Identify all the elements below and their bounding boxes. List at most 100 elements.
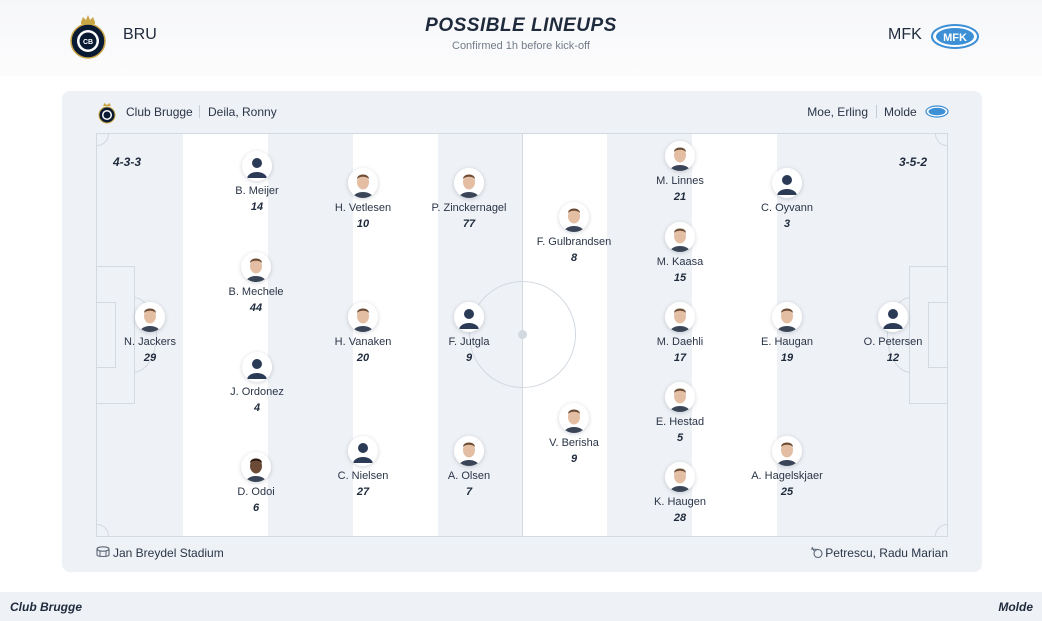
- player-name[interactable]: M. Daehli: [656, 336, 704, 348]
- player-name[interactable]: A. Hagelskjaer: [751, 470, 823, 482]
- player-name[interactable]: E. Hestad: [655, 416, 705, 428]
- bottom-home-team[interactable]: Club Brugge: [10, 600, 82, 614]
- player-avatar[interactable]: [772, 302, 802, 332]
- referee-name[interactable]: Petrescu, Radu Marian: [825, 546, 948, 560]
- stadium-name[interactable]: Jan Breydel Stadium: [113, 546, 224, 560]
- player-number: 44: [249, 302, 263, 314]
- player-avatar[interactable]: [772, 168, 802, 198]
- stadium-icon: [96, 546, 110, 558]
- player-name[interactable]: O. Petersen: [863, 336, 923, 348]
- player-card[interactable]: B. Mechele 44: [206, 252, 306, 315]
- bottom-away-team[interactable]: Molde: [998, 600, 1033, 614]
- player-number: 29: [143, 352, 157, 364]
- player-name[interactable]: D. Odoi: [237, 486, 275, 498]
- player-avatar[interactable]: [665, 382, 695, 412]
- player-name[interactable]: B. Mechele: [228, 286, 284, 298]
- player-avatar[interactable]: [559, 403, 589, 433]
- away-team-abbr[interactable]: MFK: [888, 26, 922, 43]
- player-name[interactable]: H. Vetlesen: [334, 202, 392, 214]
- player-name[interactable]: F. Jutgla: [448, 336, 490, 348]
- player-card[interactable]: H. Vanaken 20: [313, 302, 413, 365]
- player-avatar[interactable]: [772, 436, 802, 466]
- player-number: 9: [570, 453, 578, 465]
- player-card[interactable]: M. Kaasa 15: [630, 222, 730, 285]
- player-name[interactable]: H. Vanaken: [334, 336, 392, 348]
- player-photo-icon: [135, 302, 165, 332]
- player-number: 19: [780, 352, 794, 364]
- corner-arc: [97, 524, 109, 536]
- player-number: 25: [780, 486, 794, 498]
- player-number: 8: [570, 252, 578, 264]
- player-avatar[interactable]: [878, 302, 908, 332]
- player-avatar[interactable]: [559, 202, 589, 232]
- player-avatar[interactable]: [241, 252, 271, 282]
- player-name[interactable]: V. Berisha: [549, 437, 599, 449]
- player-card[interactable]: A. Olsen 7: [419, 436, 519, 499]
- player-card[interactable]: N. Jackers 29: [100, 302, 200, 365]
- home-coach[interactable]: Deila, Ronny: [208, 105, 277, 119]
- player-photo-icon: [665, 141, 695, 171]
- club-brugge-crest-icon[interactable]: CB: [69, 14, 107, 60]
- player-name[interactable]: K. Haugen: [654, 496, 706, 508]
- player-avatar[interactable]: [454, 436, 484, 466]
- player-name[interactable]: A. Olsen: [447, 470, 491, 482]
- player-avatar[interactable]: [665, 462, 695, 492]
- home-team-name[interactable]: Club Brugge: [126, 105, 193, 119]
- player-avatar[interactable]: [135, 302, 165, 332]
- player-name[interactable]: F. Gulbrandsen: [536, 236, 612, 248]
- player-number: 14: [250, 201, 264, 213]
- player-card[interactable]: C. Oyvann 3: [737, 168, 837, 231]
- player-name[interactable]: B. Meijer: [235, 185, 279, 197]
- player-avatar[interactable]: [348, 436, 378, 466]
- player-avatar[interactable]: [665, 302, 695, 332]
- player-name[interactable]: C. Nielsen: [337, 470, 389, 482]
- molde-fk-crest-icon[interactable]: MFK: [931, 24, 979, 49]
- player-avatar[interactable]: [348, 168, 378, 198]
- away-coach[interactable]: Moe, Erling: [807, 105, 868, 119]
- player-name[interactable]: C. Oyvann: [761, 202, 813, 214]
- player-number: 77: [462, 218, 476, 230]
- player-name[interactable]: M. Linnes: [656, 175, 704, 187]
- player-name[interactable]: P. Zinckernagel: [431, 202, 507, 214]
- home-team-abbr[interactable]: BRU: [123, 26, 157, 43]
- player-avatar[interactable]: [665, 222, 695, 252]
- player-avatar[interactable]: [241, 452, 271, 482]
- player-number: 7: [465, 486, 473, 498]
- player-number: 15: [673, 272, 687, 284]
- player-number: 3: [783, 218, 791, 230]
- player-card[interactable]: B. Meijer 14: [207, 151, 307, 214]
- player-avatar[interactable]: [665, 141, 695, 171]
- player-card[interactable]: A. Hagelskjaer 25: [737, 436, 837, 499]
- player-name[interactable]: E. Haugan: [761, 336, 813, 348]
- away-team-name[interactable]: Molde: [884, 105, 917, 119]
- player-photo-icon: [348, 302, 378, 332]
- player-photo-icon: [665, 462, 695, 492]
- player-card[interactable]: E. Haugan 19: [737, 302, 837, 365]
- player-number: 20: [356, 352, 370, 364]
- player-placeholder-icon: [242, 151, 272, 181]
- player-avatar[interactable]: [348, 302, 378, 332]
- player-name[interactable]: J. Ordonez: [230, 386, 284, 398]
- player-avatar[interactable]: [454, 168, 484, 198]
- player-avatar[interactable]: [242, 151, 272, 181]
- player-name[interactable]: N. Jackers: [124, 336, 176, 348]
- player-card[interactable]: V. Berisha 9: [524, 403, 624, 466]
- player-avatar[interactable]: [454, 302, 484, 332]
- player-placeholder-icon: [772, 168, 802, 198]
- player-card[interactable]: F. Gulbrandsen 8: [524, 202, 624, 265]
- player-avatar[interactable]: [242, 352, 272, 382]
- player-card[interactable]: P. Zinckernagel 77: [419, 168, 519, 231]
- player-name[interactable]: M. Kaasa: [656, 256, 704, 268]
- svg-text:MFK: MFK: [943, 32, 967, 44]
